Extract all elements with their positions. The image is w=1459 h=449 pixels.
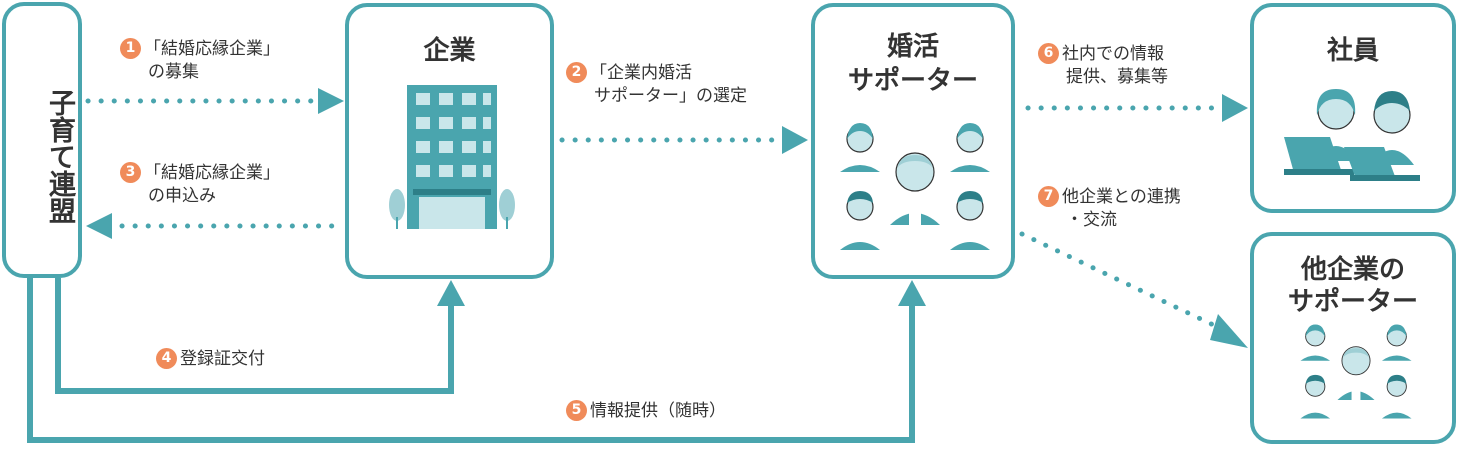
step-4-line1: 登録証交付 xyxy=(180,349,265,369)
arrow-4-line xyxy=(55,278,454,394)
other-supporters-group-icon xyxy=(1296,320,1416,424)
other-supporter-title-line2: サポーター xyxy=(1287,287,1418,317)
company-title: 企業 xyxy=(423,36,476,66)
employee-title: 社員 xyxy=(1326,36,1379,66)
arrow-7-head xyxy=(1210,314,1248,348)
step-1-badge: 1 xyxy=(120,38,141,59)
step-3-line2: の申込み xyxy=(148,186,216,206)
arrow-3-head xyxy=(86,213,112,239)
person-woman-icon xyxy=(840,123,880,172)
step-2-line2: サポーター」の選定 xyxy=(594,86,747,106)
employee-box: 社員 xyxy=(1250,3,1456,213)
step-1-line2: の募集 xyxy=(148,62,199,82)
supporters-group-icon xyxy=(835,117,995,256)
step-1-label: 1「結婚応縁企業」 の募集 xyxy=(120,38,280,84)
other-supporter-title-line1: 他企業の xyxy=(1300,255,1405,285)
company-box: 企業 xyxy=(345,3,554,279)
step-6-badge: 6 xyxy=(1038,43,1059,64)
other-supporter-box: 他企業の サポーター xyxy=(1250,232,1456,444)
step-7-line1: 他企業との連携 xyxy=(1062,187,1181,207)
employees-laptop-icon xyxy=(1284,81,1434,185)
arrow-2-head xyxy=(782,126,808,154)
step-2-label: 2「企業内婚活 サポーター」の選定 xyxy=(566,62,747,108)
arrow-5-head xyxy=(898,280,926,306)
supporter-title-line1: 婚活 xyxy=(886,32,939,62)
federation-title: 子育て連盟 xyxy=(44,88,75,224)
step-2-line1: 「企業内婚活 xyxy=(590,63,692,83)
arrow-7-line xyxy=(1019,231,1227,333)
step-5-line1: 情報提供（随時） xyxy=(590,401,726,421)
step-6-line1: 社内での情報 xyxy=(1062,44,1164,64)
supporter-box: 婚活 サポーター xyxy=(811,3,1015,279)
step-5-badge: 5 xyxy=(566,400,587,421)
federation-box: 子育て連盟 xyxy=(2,2,82,278)
supporter-title-line2: サポーター xyxy=(847,66,978,96)
step-3-label: 3「結婚応縁企業」 の申込み xyxy=(120,162,280,208)
step-2-badge: 2 xyxy=(566,62,587,83)
step-3-badge: 3 xyxy=(120,162,141,183)
step-7-line2: ・交流 xyxy=(1066,210,1117,230)
step-6-line2: 提供、募集等 xyxy=(1066,67,1168,87)
arrow-6-head xyxy=(1222,94,1248,122)
arrow-1-head xyxy=(318,88,344,114)
step-7-badge: 7 xyxy=(1038,186,1059,207)
arrow-5-line xyxy=(27,278,915,443)
building-icon xyxy=(387,77,517,241)
step-4-badge: 4 xyxy=(156,348,177,369)
step-3-line1: 「結婚応縁企業」 xyxy=(144,163,280,183)
step-1-line1: 「結婚応縁企業」 xyxy=(144,39,280,59)
arrow-4-head xyxy=(437,280,465,306)
